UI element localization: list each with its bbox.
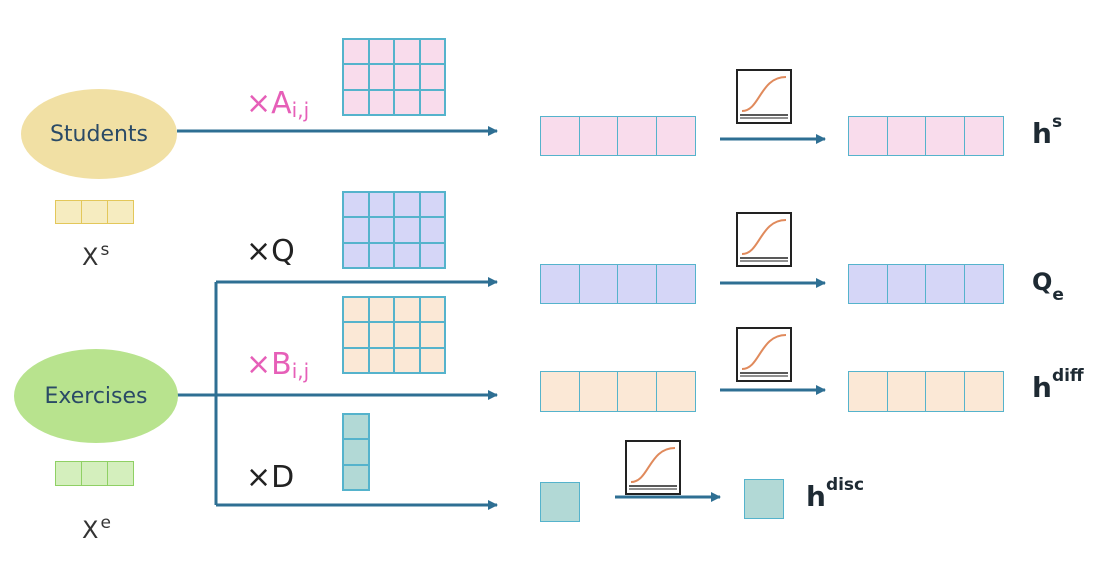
- output-label-hdisc: hdisc: [806, 475, 865, 513]
- exercises-feature-vector: [55, 461, 134, 486]
- exercises-label: Exercises: [44, 383, 148, 409]
- output-vector-qe: [848, 264, 1004, 304]
- op-q-label: ×Q: [246, 234, 295, 269]
- matrix-b: [342, 296, 446, 374]
- output-label-qe: Qe: [1032, 268, 1064, 305]
- op-a-label: ×Ai,j: [246, 86, 310, 122]
- matrix-a: [342, 38, 446, 116]
- output-vector-hs: [848, 116, 1004, 156]
- exercises-node: Exercises: [14, 349, 178, 443]
- intermediate-vector-b: [540, 371, 696, 412]
- sigmoid-icon: [736, 212, 792, 267]
- sigmoid-icon: [736, 69, 792, 124]
- matrix-q: [342, 191, 446, 269]
- students-feature-vector: [55, 200, 134, 224]
- op-d-label: ×D: [246, 460, 295, 495]
- output-label-hs: hs: [1032, 112, 1063, 150]
- output-vector-hdisc: [744, 479, 784, 519]
- students-node: Students: [21, 89, 177, 179]
- matrix-d: [342, 413, 370, 491]
- output-vector-hdiff: [848, 371, 1004, 412]
- intermediate-vector-a: [540, 116, 696, 156]
- op-b-label: ×Bi,j: [246, 347, 310, 383]
- students-label: Students: [49, 121, 149, 147]
- intermediate-vector-d: [540, 482, 580, 522]
- sigmoid-icon: [736, 327, 792, 382]
- intermediate-vector-q: [540, 264, 696, 304]
- output-label-hdiff: hdiff: [1032, 366, 1084, 404]
- sigmoid-icon: [625, 440, 681, 495]
